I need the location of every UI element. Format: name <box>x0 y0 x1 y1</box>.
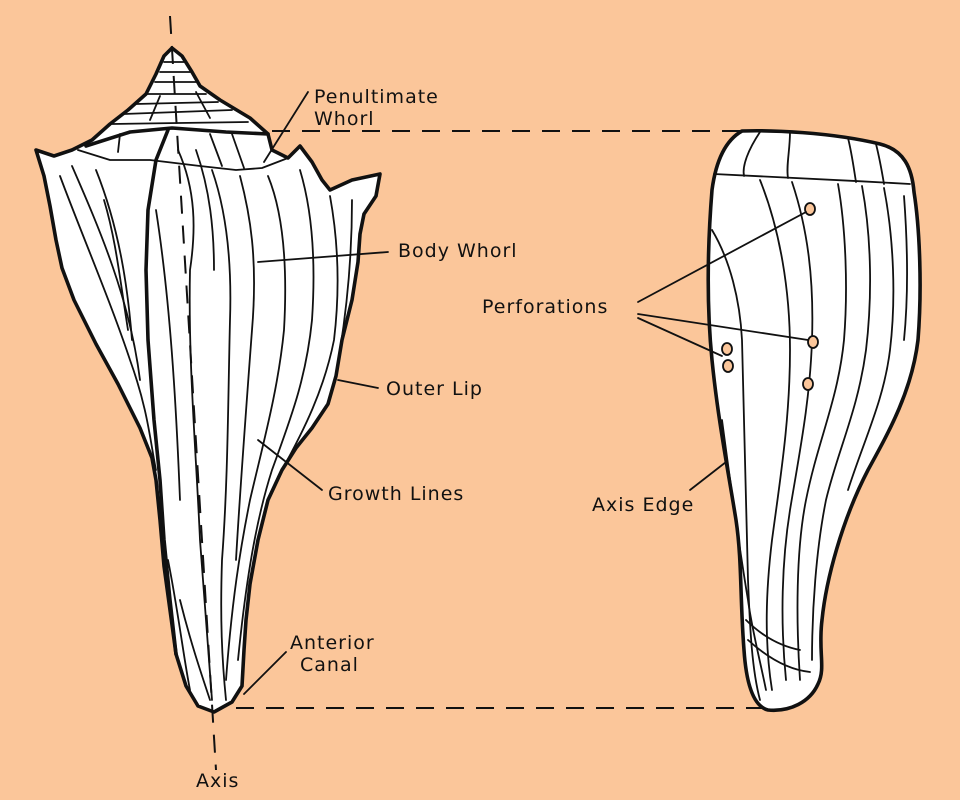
label-axis: Axis <box>196 770 240 792</box>
label-outer-lip: Outer Lip <box>386 378 483 400</box>
label-perforations: Perforations <box>482 296 609 318</box>
leader-anterior-canal <box>243 651 287 695</box>
leader-perforations-3 <box>637 317 723 357</box>
perforation-hole <box>802 377 814 391</box>
leader-perforations-2 <box>637 313 809 341</box>
label-growth-lines: Growth Lines <box>328 483 465 505</box>
label-anterior-canal: Anterior Canal <box>290 632 375 676</box>
leader-growth-lines <box>257 439 323 491</box>
label-axis-edge: Axis Edge <box>592 494 695 516</box>
leader-outer-lip <box>337 379 379 389</box>
leader-penultimate-whorl <box>263 91 309 163</box>
perforation-hole <box>722 359 734 373</box>
columella-artifact <box>706 128 922 713</box>
leader-axis-edge <box>689 461 727 491</box>
leader-body-whorl <box>257 251 389 263</box>
leader-perforations-1 <box>637 211 807 303</box>
conch-shell <box>34 46 382 714</box>
shell-outline <box>34 46 382 714</box>
perforation-hole <box>721 342 733 356</box>
label-penultimate-whorl: Penultimate Whorl <box>314 86 439 130</box>
artifact-outline <box>706 128 922 713</box>
perforation-hole <box>807 335 819 349</box>
perforation-hole <box>804 202 816 216</box>
axis-line <box>169 15 217 771</box>
label-body-whorl: Body Whorl <box>398 240 518 262</box>
